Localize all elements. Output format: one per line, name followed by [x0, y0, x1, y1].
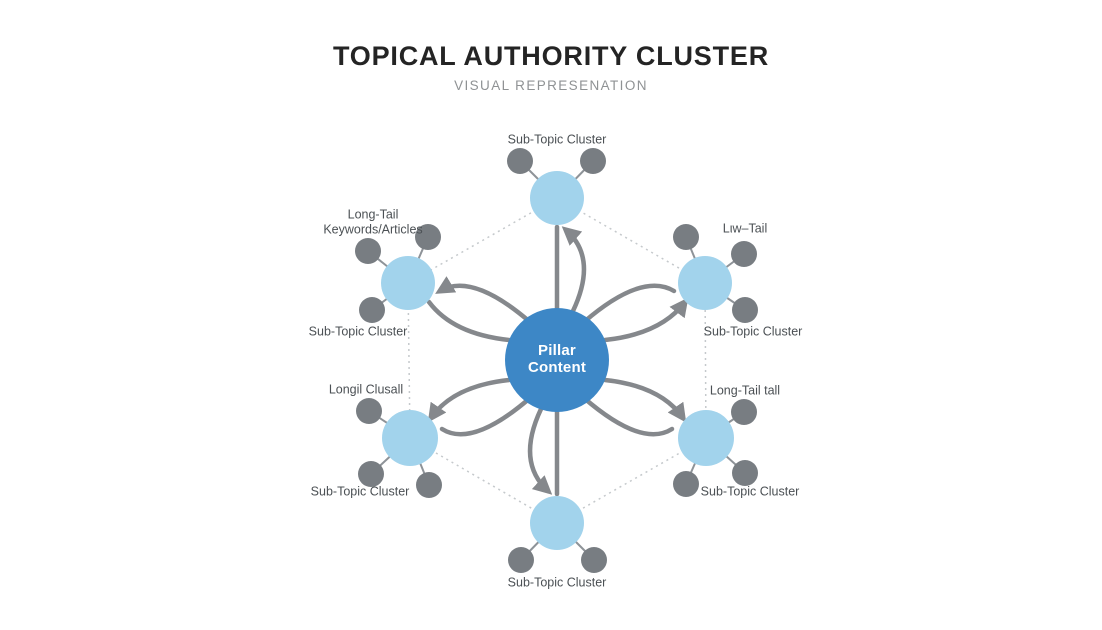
pillar-node: [505, 308, 609, 412]
satellite-node-lower-left-1: [358, 461, 384, 487]
subtopic-node-lower-left: [382, 410, 438, 466]
cluster-link-arrow-lower-right-1: [602, 377, 687, 423]
cluster-link-arrow-lower-right-0: [581, 395, 675, 437]
satellite-node-upper-left-0: [355, 238, 381, 264]
hexagon-dotted-edge-top-upper-left: [407, 197, 558, 284]
subtopic-node-top: [530, 171, 584, 225]
hexagon-dotted-edge-upper-right-top: [556, 197, 706, 284]
satellite-node-top-0: [507, 148, 533, 174]
cluster-link-arrow-upper-right-0: [581, 283, 677, 325]
satellite-node-lower-right-2: [673, 471, 699, 497]
cluster-link-arrow-upper-left-1: [426, 299, 512, 343]
satellite-node-upper-left-2: [359, 297, 385, 323]
subtopic-node-bottom: [530, 496, 584, 550]
satellite-node-upper-right-0: [673, 224, 699, 250]
satellite-node-lower-left-0: [356, 398, 382, 424]
cluster-link-arrow-lower-left-0: [439, 395, 533, 437]
cluster-link-arrow-bottom-0: [527, 406, 553, 495]
satellite-node-bottom-1: [581, 547, 607, 573]
satellite-node-upper-right-2: [732, 297, 758, 323]
satellite-node-lower-left-2: [416, 472, 442, 498]
subtopic-node-upper-left: [381, 256, 435, 310]
satellite-node-bottom-0: [508, 547, 534, 573]
hexagon-dotted-edge-lower-left-bottom: [409, 437, 558, 524]
cluster-link-arrow-upper-right-1: [602, 297, 689, 343]
subtopic-node-lower-right: [678, 410, 734, 466]
subtopic-node-upper-right: [678, 256, 732, 310]
hexagon-dotted-edge-bottom-lower-right: [556, 437, 707, 524]
cluster-link-arrow-lower-left-1: [427, 377, 512, 423]
satellite-node-lower-right-1: [732, 460, 758, 486]
satellite-node-upper-right-1: [731, 241, 757, 267]
cluster-link-arrow-upper-left-0: [435, 276, 533, 325]
cluster-link-arrow-top-0: [561, 226, 587, 314]
satellite-node-lower-right-0: [731, 399, 757, 425]
satellite-node-top-1: [580, 148, 606, 174]
satellite-node-upper-left-1: [415, 224, 441, 250]
